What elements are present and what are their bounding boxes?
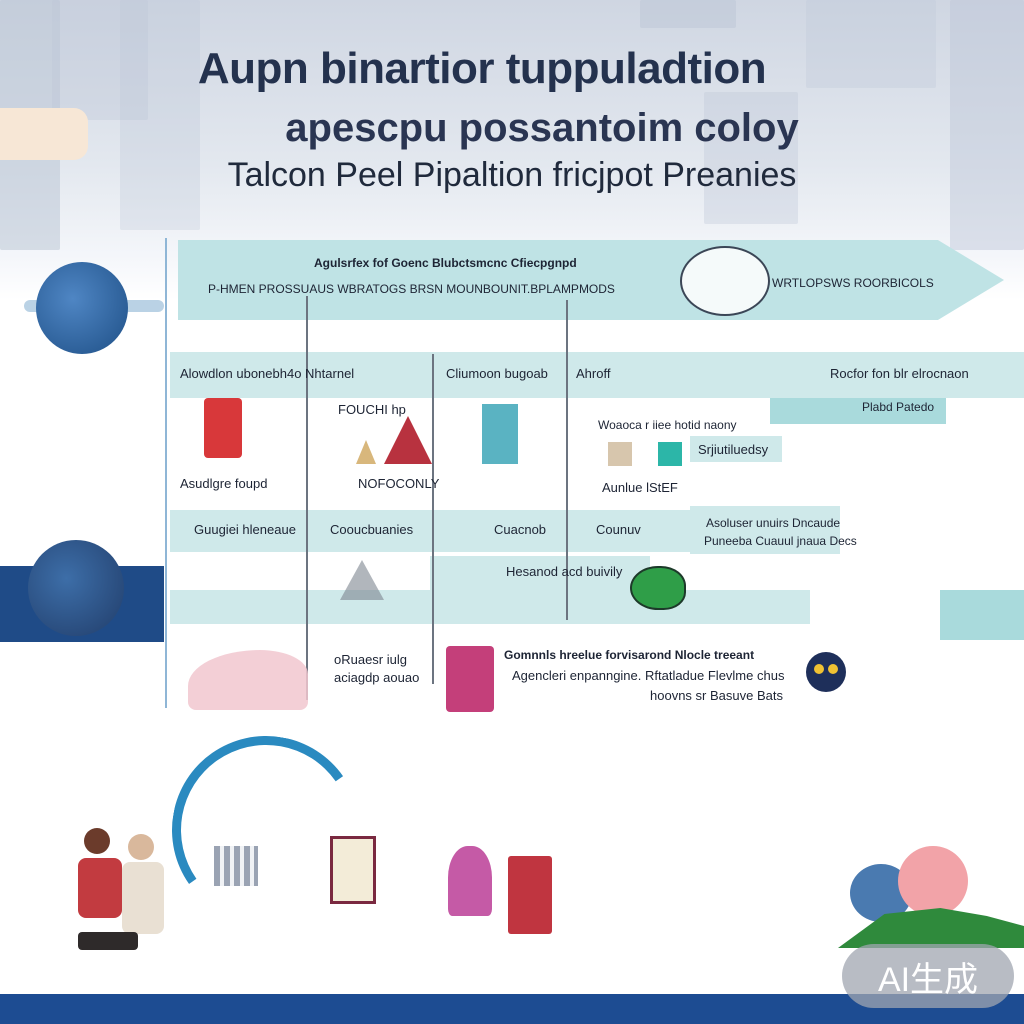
row3-label: Hesanod acd buivily — [506, 564, 623, 579]
title-line-2: apescpu possantoim coloy — [285, 106, 799, 150]
header-right-text: WRTLOPSWS ROORBICOLS — [772, 276, 934, 290]
box-icon — [608, 442, 632, 466]
row1-col1-label: Alowdlon ubonebh4o Nhtarnel — [180, 366, 355, 381]
item-middle2-band — [690, 436, 782, 462]
title-line-3: Talcon Peel Pipaltion fricjpot Preanies — [227, 156, 797, 194]
row1-col2-label: Cliumoon bugoab — [446, 366, 548, 381]
background-column — [640, 0, 736, 28]
right-edge-band — [940, 590, 1024, 640]
person-body — [122, 862, 164, 934]
row2-col4-label: Counuv — [596, 522, 641, 537]
row-band-2-right — [690, 506, 840, 554]
shield-icon — [28, 540, 124, 636]
row-band-3 — [430, 556, 650, 592]
sketch-icon — [340, 560, 384, 600]
curved-arrow-icon — [157, 721, 375, 939]
connector-line — [432, 354, 434, 684]
title-line-1: Aupn binartior tuppuladtion — [197, 44, 767, 93]
box-icon — [658, 442, 682, 466]
row1-right-label: Rocfor fon blr elrocnaon — [830, 366, 969, 381]
connector-line — [306, 296, 308, 700]
background-column — [806, 0, 936, 88]
header-line-1: Agulsrfex fof Goenc Blubctsmcnc Cfiecpgn… — [314, 256, 577, 270]
row4-col1-label: oRuaesr iulg — [334, 652, 407, 667]
store-badge-icon — [680, 246, 770, 316]
person-head — [84, 828, 110, 854]
cone-icon — [356, 440, 376, 464]
person-head — [128, 834, 154, 860]
phone-icon — [446, 646, 494, 712]
item-middle-label: Woaoca r iiee hotid naony — [598, 418, 737, 432]
row2-col3-label: Cuacnob — [494, 522, 547, 537]
caption-right: Aunlue lStEF — [602, 480, 678, 495]
caption-left: Asudlgre foupd — [180, 476, 268, 491]
row2-col1-label: Guugiei hleneaue — [194, 522, 296, 537]
header-line-2: P-HMEN PROSSUAUS WBRATOGS BRSN MOUNBOUNI… — [208, 282, 615, 296]
ai-generated-badge: AI生成 — [842, 944, 1014, 1008]
book-icon — [482, 404, 518, 464]
lamp-shape — [0, 108, 88, 160]
robot-eye — [814, 664, 824, 674]
person-feet — [78, 932, 138, 950]
gift-box-icon — [508, 856, 552, 934]
robot-eye — [828, 664, 838, 674]
flower-icon — [448, 846, 492, 916]
background-column — [950, 0, 1024, 250]
tent-icon — [384, 416, 432, 464]
board-frame — [165, 238, 167, 708]
background-column — [52, 0, 148, 120]
row2-right-b: Puneeba Cuauul jnaua Decs — [704, 534, 857, 548]
building-icon — [214, 846, 258, 886]
paragraph-line-2: Agencleri enpanngine. Rftatladue Flevlme… — [512, 668, 785, 683]
item-middle2-label: Srjiutiluedsy — [698, 442, 769, 457]
paragraph-line-1: Gomnnls hreelue forvisarond Nlocle treea… — [504, 648, 755, 662]
person-body — [78, 858, 122, 918]
robot-icon — [806, 652, 846, 692]
row4-col2-label: aciagdp aouao — [334, 670, 420, 685]
row-band-4 — [170, 590, 810, 624]
row1-col3-label: Ahroff — [576, 366, 611, 381]
background-column — [704, 92, 798, 224]
hill-illustration — [188, 650, 308, 710]
connector-line — [566, 300, 568, 620]
globe-icon — [36, 262, 128, 354]
right-tag-band — [770, 398, 946, 424]
pink-mascot-icon — [898, 846, 968, 916]
row2-col2-label: Cooucbuanies — [330, 522, 414, 537]
row-band-1 — [170, 352, 1024, 398]
item-fouchi-label: FOUCHI hp — [338, 402, 406, 417]
row2-right-a: Asoluser unuirs Dncaude — [706, 516, 841, 530]
caption-mid: NOFOCONLY — [358, 476, 440, 491]
row-band-2 — [170, 510, 700, 552]
header-band — [178, 240, 1004, 320]
background-column — [120, 0, 200, 230]
people-illustration — [78, 828, 178, 952]
red-bag-icon — [204, 398, 242, 458]
tree-icon — [630, 566, 686, 610]
picture-frame-icon — [330, 836, 376, 904]
right-tag-label: Plabd Patedo — [862, 400, 935, 414]
paragraph-line-3: hoovns sr Basuve Bats — [650, 688, 783, 703]
